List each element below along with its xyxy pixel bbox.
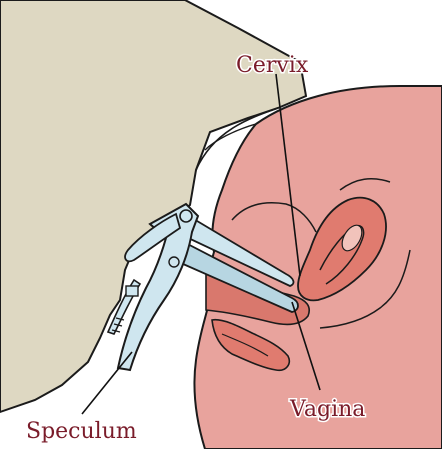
speculum-mid-screw (169, 257, 179, 267)
speculum-label: Speculum (26, 419, 137, 444)
cervix-label: Cervix (236, 53, 309, 78)
speculum-leader-line (82, 352, 132, 414)
speculum-hinge-screw (180, 210, 192, 222)
vagina-label: Vagina (289, 397, 365, 422)
speculum-lock-screw (126, 286, 138, 296)
